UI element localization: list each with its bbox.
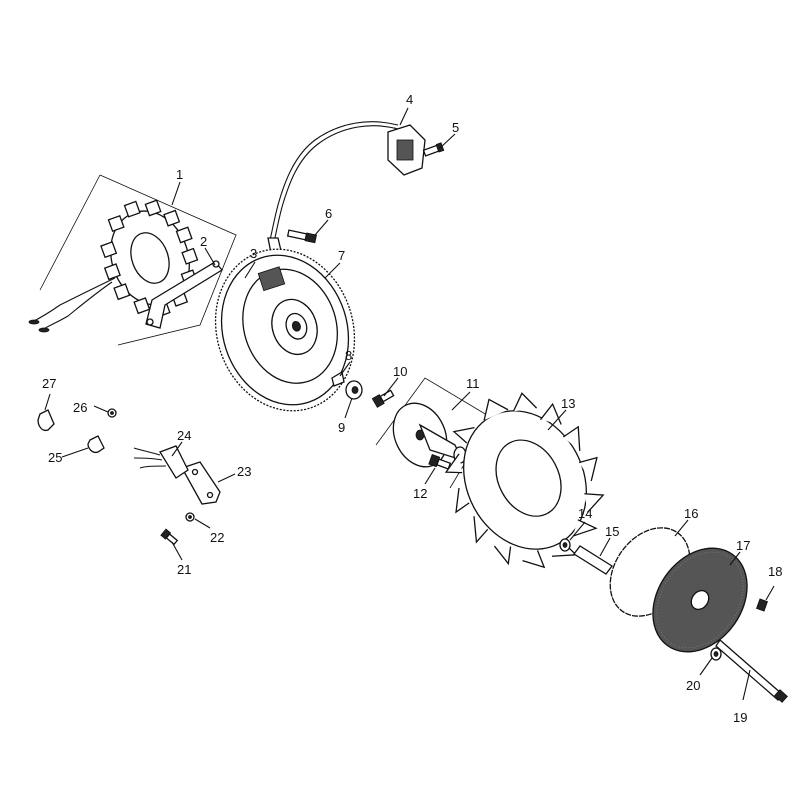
part-23-rectifier[interactable]	[181, 461, 221, 505]
callout-3: 3	[250, 246, 257, 261]
callout-22: 22	[210, 530, 224, 545]
leader-lines	[44, 107, 775, 701]
part-26-washer[interactable]	[107, 408, 117, 418]
callout-1: 1	[176, 167, 183, 182]
part-10-screw[interactable]	[371, 389, 395, 408]
part-20-washer[interactable]	[710, 647, 722, 661]
callout-14: 14	[578, 506, 592, 521]
callout-11: 11	[466, 376, 480, 391]
part-4-ignition-module[interactable]	[267, 121, 426, 259]
part-25-clip[interactable]	[87, 435, 105, 454]
callout-21: 21	[177, 562, 191, 577]
callout-12: 12	[413, 486, 427, 501]
callout-5: 5	[452, 120, 459, 135]
callout-19: 19	[733, 710, 747, 725]
callout-15: 15	[605, 524, 619, 539]
part-19-bolt[interactable]	[715, 639, 788, 703]
callout-9: 9	[338, 420, 345, 435]
callout-18: 18	[768, 564, 782, 579]
callout-labels: 1 2 3 4 5 6 7 8 9 10 11 12 13 14 15 16 1…	[42, 92, 782, 725]
part-18-nut[interactable]	[756, 598, 768, 612]
part-9-washer[interactable]	[345, 380, 363, 400]
callout-2: 2	[200, 234, 207, 249]
part-11-hub[interactable]	[375, 377, 493, 489]
part-22-washer[interactable]	[185, 512, 195, 522]
part-12-screw[interactable]	[428, 454, 452, 471]
callout-17: 17	[736, 538, 750, 553]
part-5-screw[interactable]	[422, 142, 445, 157]
part-24-connector[interactable]	[133, 445, 189, 479]
part-15-spacer[interactable]	[573, 545, 613, 575]
callout-24: 24	[177, 428, 191, 443]
callout-26: 26	[73, 400, 87, 415]
callout-23: 23	[237, 464, 251, 479]
part-6-spark-plug[interactable]	[286, 229, 318, 244]
part-27-clip[interactable]	[37, 409, 55, 432]
part-13-fan[interactable]	[417, 368, 633, 596]
callout-13: 13	[561, 396, 575, 411]
callout-7: 7	[338, 248, 345, 263]
part-14-washer[interactable]	[559, 538, 571, 552]
callout-4: 4	[406, 92, 413, 107]
part-21-screw[interactable]	[160, 528, 179, 546]
part-1-stator[interactable]	[28, 174, 237, 346]
fan-blades	[444, 392, 605, 569]
part-2-bracket[interactable]	[145, 260, 223, 329]
callout-27: 27	[42, 376, 56, 391]
part-7-flywheel[interactable]	[195, 231, 375, 429]
callout-20: 20	[686, 678, 700, 693]
callout-25: 25	[48, 450, 62, 465]
callout-10: 10	[393, 364, 407, 379]
callout-8: 8	[345, 348, 352, 363]
callout-16: 16	[684, 506, 698, 521]
callout-6: 6	[325, 206, 332, 221]
part-17-screen[interactable]	[633, 530, 766, 670]
